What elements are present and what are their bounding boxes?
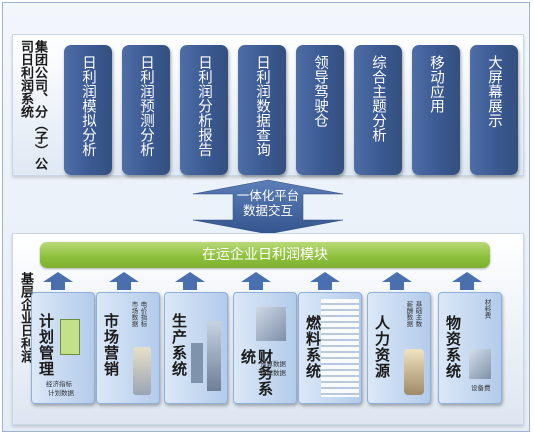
system-label: 财务系统 (239, 349, 274, 397)
ledger-icon (256, 307, 286, 341)
enterprise-profit-module-label: 在运企业日利润模块 (202, 247, 328, 263)
module-mobile-app: 移动应用 (412, 45, 460, 175)
system-label: 计划管理 (37, 313, 55, 377)
system-note: 电价指标 (139, 301, 147, 327)
document-icon (60, 319, 80, 355)
system-note: 基础主数 (414, 301, 422, 327)
equipment-icon (191, 343, 203, 383)
system-label: 生产系统 (170, 313, 188, 377)
up-arrow-icon (452, 272, 482, 290)
system-note: 经济指标 (46, 380, 72, 388)
data-table-icon (321, 299, 359, 397)
module-label: 领导驾驶仓 (312, 55, 328, 128)
system-note: 薪酬数据 (405, 301, 413, 327)
module-label: 大屏幕展示 (486, 55, 502, 128)
system-fuel: 燃料系统 (298, 292, 362, 404)
system-note: 材料费 (483, 299, 491, 319)
module-label: 日利润预测分析 (138, 55, 154, 157)
module-profit-query: 日利润数据查询 (238, 45, 286, 175)
system-label: 燃料系统 (304, 315, 322, 379)
module-big-screen: 大屏幕展示 (470, 45, 518, 175)
platform-label: 一体化平台 数据交互 (236, 188, 300, 218)
up-arrow-icon (175, 272, 205, 290)
group-system-label: 集团公司、分（子）公司日利润系统 (18, 40, 47, 170)
module-leader-cockpit: 领导驾驶仓 (296, 45, 344, 175)
system-note: 实际数据 (260, 369, 286, 377)
system-note: 计划数据 (48, 389, 74, 397)
module-label: 综合主题分析 (370, 55, 386, 142)
module-profit-forecast: 日利润预测分析 (122, 45, 170, 175)
system-label: 人力资源 (373, 315, 391, 379)
system-note: 市场数据 (130, 301, 138, 327)
module-profit-report: 日利润分析报告 (180, 45, 228, 175)
module-label: 移动应用 (428, 55, 444, 113)
module-label: 日利润分析报告 (196, 55, 212, 157)
up-arrow-icon (241, 272, 271, 290)
up-arrow-icon (43, 272, 73, 290)
up-arrow-icon (382, 272, 412, 290)
system-note: 预算数据 (260, 360, 286, 368)
system-production: 生产系统 (164, 292, 228, 404)
up-arrow-icon (310, 272, 340, 290)
module-label: 日利润数据查询 (254, 55, 270, 157)
enterprise-profit-module-bar: 在运企业日利润模块 (40, 242, 490, 268)
base-group-label: 基层企业日利润 (18, 272, 33, 363)
system-label: 物资系统 (444, 315, 462, 379)
person-icon (404, 349, 424, 395)
system-planning: 计划管理 经济指标 计划数据 (31, 292, 95, 404)
equipment-icon (207, 321, 221, 391)
box-icon (469, 349, 491, 379)
person-icon (133, 347, 151, 395)
system-finance: 财务系统 预算数据 实际数据 (233, 292, 297, 404)
module-profit-simulation: 日利润模拟分析 (64, 45, 112, 175)
module-theme-analysis: 综合主题分析 (354, 45, 402, 175)
module-label: 日利润模拟分析 (80, 55, 96, 157)
system-marketing: 市场营销 电价指标 市场数据 (96, 292, 160, 404)
system-hr: 人力资源 基础主数 薪酬数据 (367, 292, 431, 404)
system-label: 市场营销 (102, 313, 120, 377)
up-arrow-icon (109, 272, 139, 290)
system-materials: 物资系统 材料费 设备费 (438, 292, 502, 404)
system-note: 设备费 (471, 384, 491, 392)
